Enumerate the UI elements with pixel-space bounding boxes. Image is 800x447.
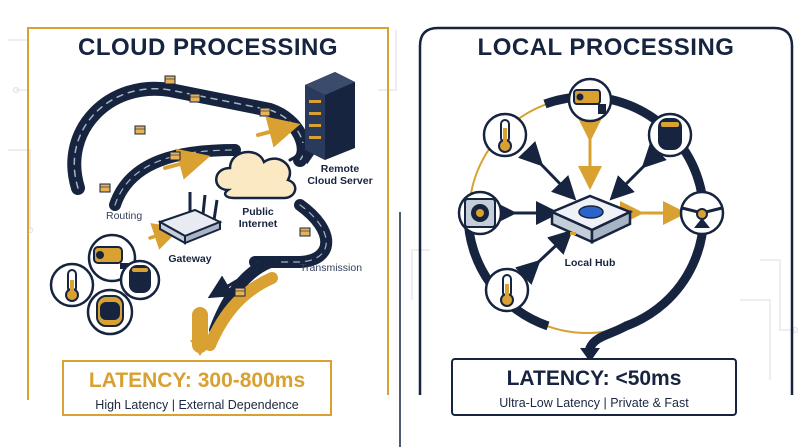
smart-speaker-icon — [86, 288, 134, 336]
speaker-icon — [457, 190, 503, 236]
smart-speaker-icon — [647, 112, 693, 158]
public-internet-label: Public Internet — [238, 206, 278, 230]
local-hub-label: Local Hub — [564, 257, 616, 269]
local-panel-title: LOCAL PROCESSING — [477, 34, 735, 61]
local-panel-frame — [418, 26, 794, 395]
thermometer-icon — [484, 267, 530, 313]
cloud-icon — [215, 150, 297, 200]
thermometer-icon — [49, 262, 95, 308]
smart-speaker-icon — [119, 259, 161, 301]
local-hub-icon — [548, 194, 634, 244]
gateway-label: Gateway — [168, 253, 212, 265]
thermometer-icon — [482, 112, 528, 158]
cloud-flow-paths — [67, 81, 333, 356]
routing-label: Routing — [106, 210, 143, 222]
local-latency-box: LATENCY: <50ms Ultra-Low Latency | Priva… — [451, 358, 737, 416]
remote-cloud-server-label: Remote Cloud Server — [307, 163, 373, 187]
cloud-latency-box: LATENCY: 300-800ms High Latency | Extern… — [62, 360, 332, 416]
cloud-panel-frame — [27, 27, 389, 400]
security-camera-icon — [567, 77, 613, 123]
router-icon — [157, 192, 223, 245]
server-rack-icon — [305, 72, 355, 160]
local-hub-arrows — [493, 118, 687, 285]
circuit-decoration — [8, 30, 799, 380]
cloud-latency-subtitle: High Latency | External Dependence — [95, 398, 299, 412]
ceiling-fan-icon — [679, 190, 725, 236]
local-latency-value: LATENCY: <50ms — [506, 367, 682, 390]
cloud-latency-value: LATENCY: 300-800ms — [88, 369, 306, 392]
local-latency-subtitle: Ultra-Low Latency | Private & Fast — [499, 396, 689, 410]
transmission-label: Transmission — [300, 262, 363, 274]
cloud-panel-title: CLOUD PROCESSING — [77, 34, 339, 61]
